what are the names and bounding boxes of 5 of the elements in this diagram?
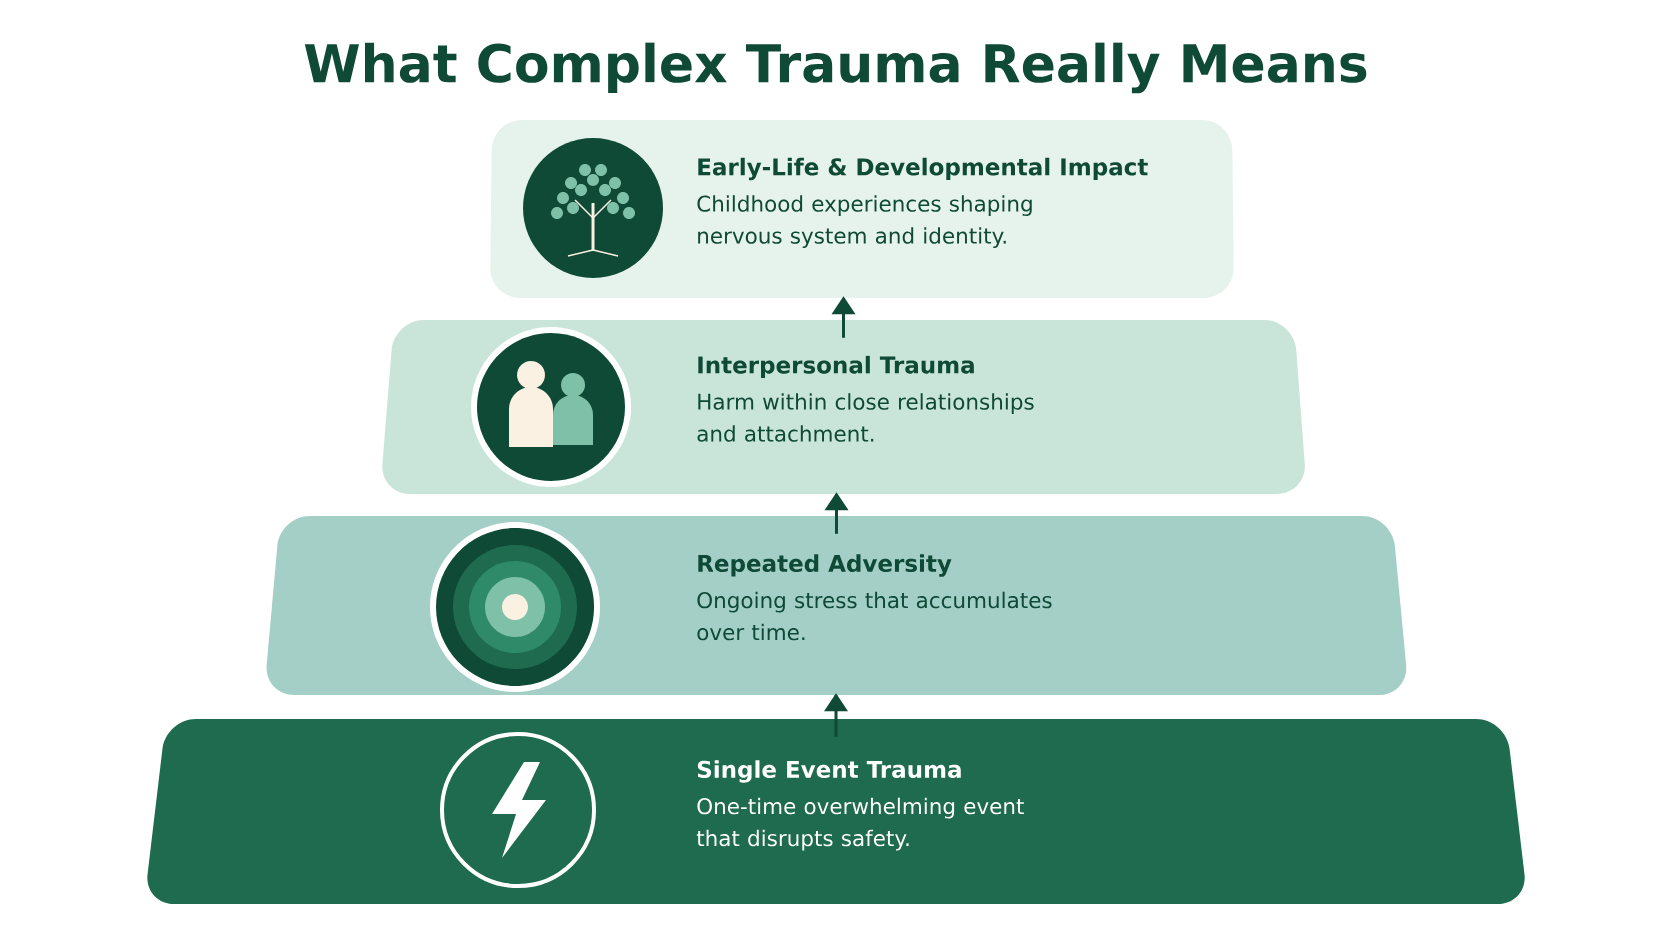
arrow [824, 693, 848, 737]
arrow [831, 296, 856, 338]
tier-band: Single Event Trauma One-time overwhelming event that disrupts safety. [147, 719, 1525, 904]
title: What Complex Trauma Really Means [304, 42, 1367, 94]
arrow [824, 492, 849, 534]
